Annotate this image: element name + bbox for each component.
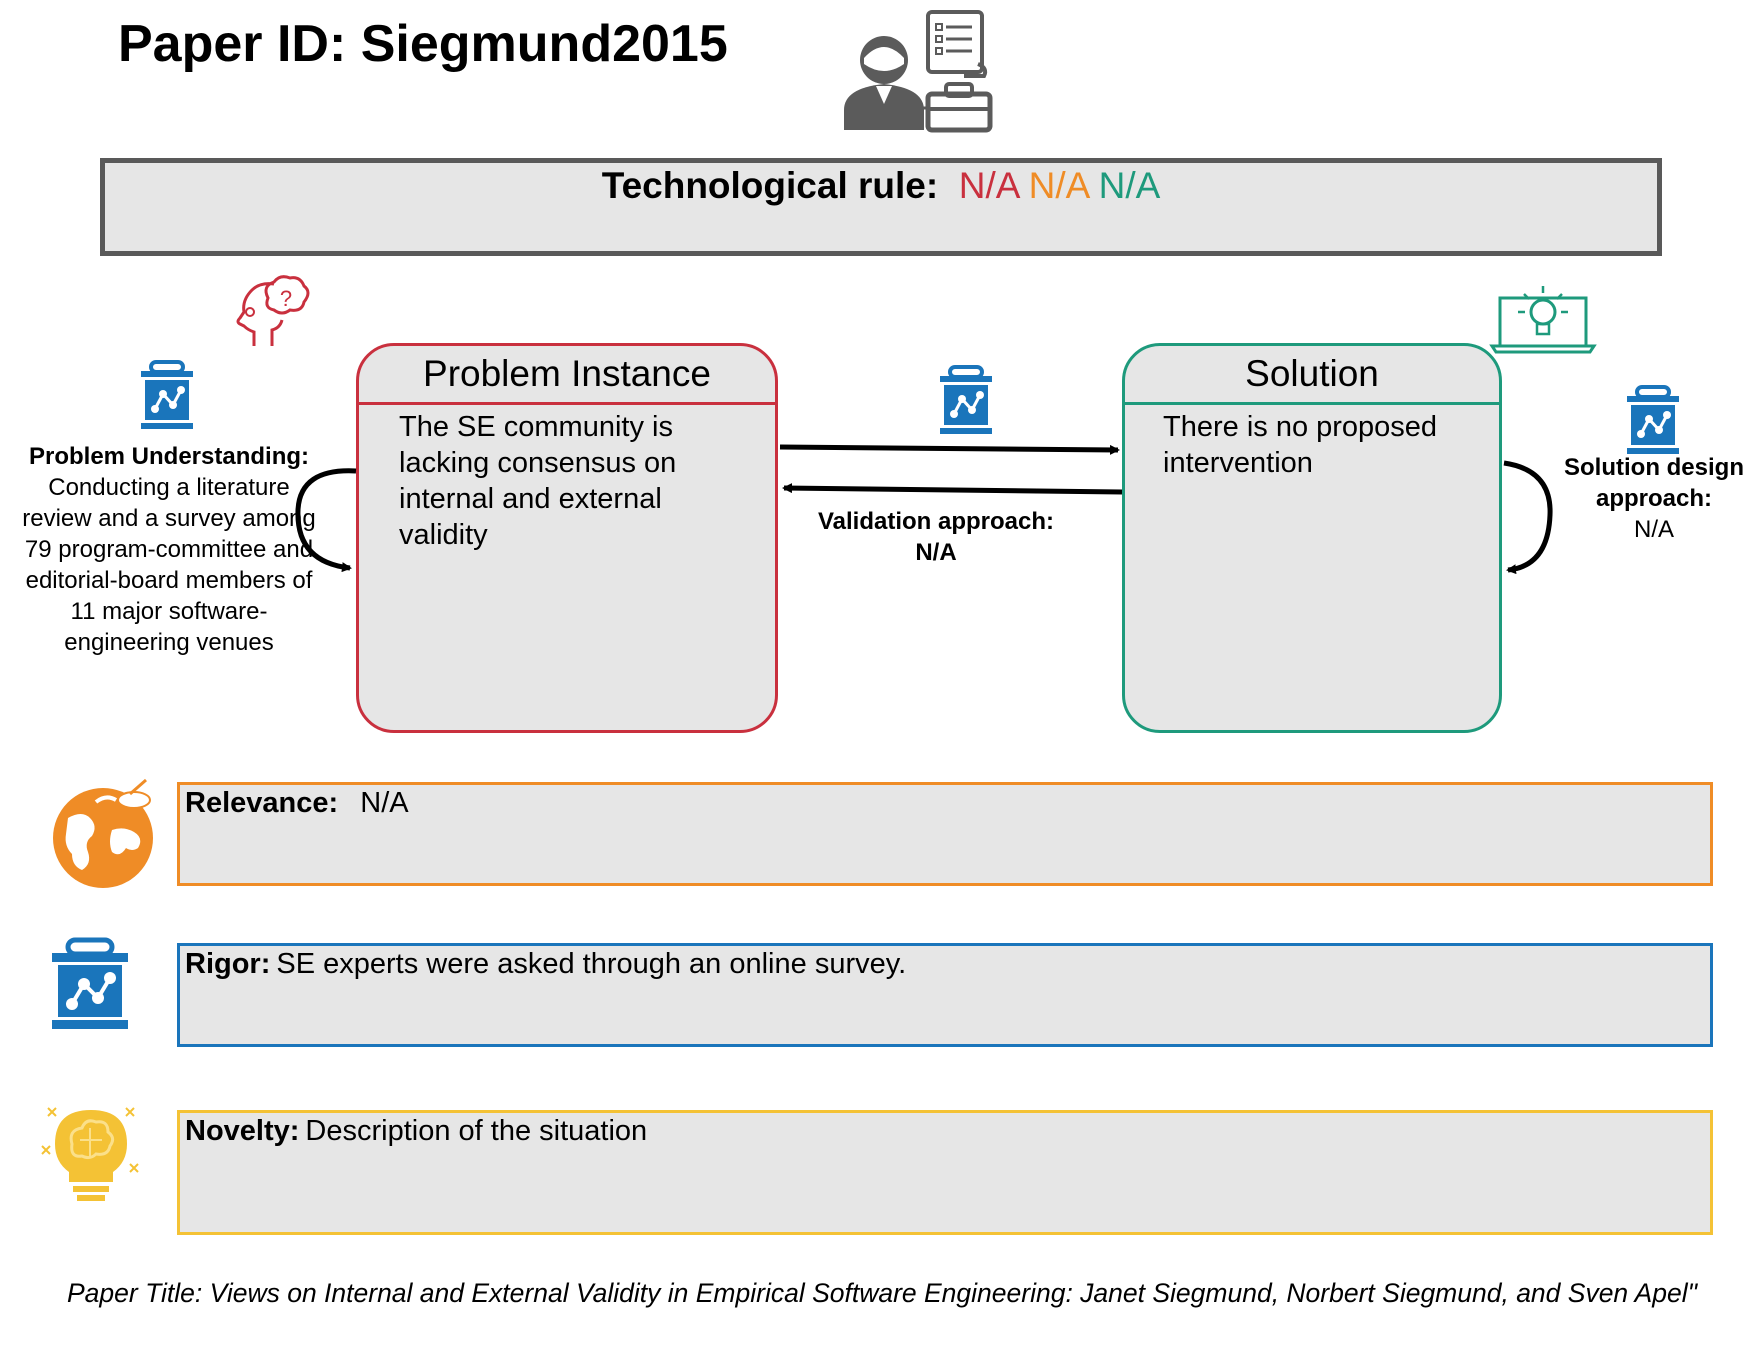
relevance-line: Relevance: N/A	[185, 787, 409, 820]
solution-design-lab-icon	[1627, 385, 1679, 454]
validation-approach-label: Validation approach:	[817, 508, 1055, 535]
validation-approach-text: Validation approach: N/A	[800, 506, 1072, 568]
validation-approach-value: N/A	[915, 539, 957, 566]
globe-icon	[53, 778, 153, 888]
novelty-line: Novelty:Description of the situation	[185, 1115, 647, 1148]
novelty-label: Novelty:	[185, 1115, 300, 1147]
brain-lightbulb-icon	[41, 1107, 139, 1201]
novelty-box: Novelty:Description of the situation	[177, 1110, 1713, 1235]
solution-text: There is no proposed intervention	[1163, 411, 1438, 479]
page-title: Paper ID: Siegmund2015	[118, 15, 728, 73]
relevance-box: Relevance: N/A	[177, 782, 1713, 886]
problem-understanding-lab-icon	[141, 360, 193, 429]
rigor-line: Rigor:SE experts were asked through an o…	[185, 948, 906, 981]
solution-design-text: Solution design approach: N/A	[1548, 452, 1760, 545]
technological-rule-value-1: N/A	[958, 165, 1019, 206]
problem-understanding-label: Problem Understanding:	[28, 443, 310, 470]
technological-rule-value-2: N/A	[1028, 165, 1089, 206]
solution-design-value: N/A	[1633, 516, 1674, 543]
relevance-value: N/A	[360, 787, 409, 819]
paper-title: Paper Title: Views on Internal and Exter…	[67, 1278, 1697, 1308]
technological-rule-label: Technological rule:	[601, 165, 939, 206]
rigor-label: Rigor:	[185, 948, 271, 980]
problem-instance-box: Problem Instance The SE community is lac…	[356, 343, 778, 733]
laptop-lightbulb-icon	[1489, 286, 1597, 354]
arrow-problem-loop	[295, 468, 357, 573]
technological-rule-line: Technological rule: N/A N/A N/A	[105, 165, 1657, 207]
solution-title: Solution	[1125, 346, 1499, 405]
validation-lab-icon	[940, 365, 992, 434]
arrow-problem-to-solution	[779, 444, 1120, 455]
head-with-question-icon: ?	[236, 275, 310, 346]
researcher-with-checklist-and-briefcase-icon	[844, 10, 993, 133]
problem-understanding-text: Problem Understanding: Conducting a lite…	[20, 441, 318, 658]
technological-rule-box: Technological rule: N/A N/A N/A	[100, 158, 1662, 256]
relevance-label: Relevance:	[185, 787, 339, 819]
arrow-solution-to-problem	[782, 483, 1123, 495]
problem-instance-text: The SE community is lacking consensus on…	[399, 411, 677, 551]
rigor-box: Rigor:SE experts were asked through an o…	[177, 943, 1713, 1047]
solution-box: Solution There is no proposed interventi…	[1122, 343, 1502, 733]
problem-understanding-value: Conducting a literature review and a sur…	[22, 474, 316, 656]
problem-instance-title: Problem Instance	[359, 346, 775, 405]
solution-design-label: Solution design approach:	[1564, 454, 1744, 512]
technological-rule-value-3: N/A	[1098, 165, 1161, 206]
flow-arrows	[295, 444, 1553, 575]
svg-text:?: ?	[280, 286, 292, 311]
novelty-value: Description of the situation	[305, 1115, 648, 1147]
arrow-solution-loop	[1503, 460, 1553, 575]
rigor-lab-icon	[52, 937, 128, 1029]
rigor-value: SE experts were asked through an online …	[276, 948, 907, 980]
